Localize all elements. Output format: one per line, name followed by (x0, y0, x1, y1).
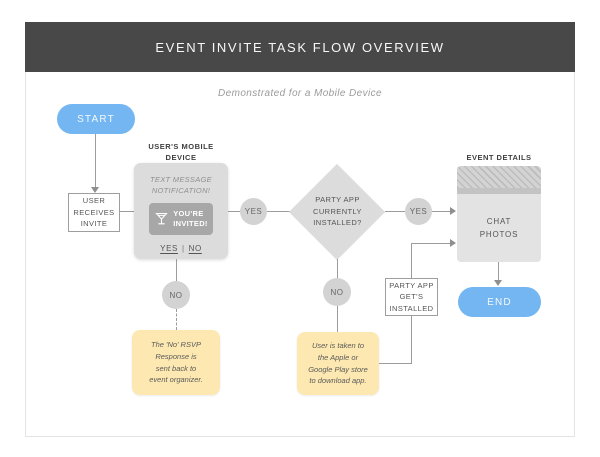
invite-no-option: NO (188, 243, 202, 253)
connector-line (498, 262, 499, 280)
connector-line (337, 259, 338, 278)
connector-line (411, 315, 412, 363)
no-circle-1-label: NO (169, 290, 183, 300)
yes-circle-2: YES (405, 198, 432, 225)
app-store-note: User is taken to the Apple or Google Pla… (297, 332, 379, 395)
connector-line (95, 134, 96, 187)
arrowhead-icon (494, 280, 502, 286)
end-node: END (458, 287, 541, 317)
option-separator: | (181, 243, 185, 253)
yes-circle-1: YES (240, 198, 267, 225)
connector-line (385, 211, 405, 212)
connector-line (379, 363, 412, 364)
subtitle: Demonstrated for a Mobile Device (218, 88, 382, 99)
connector-line (228, 211, 240, 212)
invite-response-options: YES|NO (134, 244, 228, 253)
event-details-header-strip (457, 188, 541, 194)
notification-banner: YOU'RE INVITED! (149, 202, 213, 235)
user-receives-invite-node: USER RECEIVES INVITE (68, 193, 120, 232)
connector-line (337, 306, 338, 332)
yes-circle-2-label: YES (409, 207, 428, 216)
yes-circle-1-label: YES (244, 207, 263, 216)
chat-label: CHAT (486, 217, 512, 226)
no-circle-2-label: NO (330, 287, 344, 297)
mobile-device-mockup: TEXT MESSAGE NOTIFICATION! YOU'RE INVITE… (134, 163, 228, 259)
arrowhead-icon (91, 187, 99, 193)
event-details-header-hatch (457, 166, 541, 188)
title-bar: EVENT INVITE TASK FLOW OVERVIEW (25, 22, 575, 72)
page-title: EVENT INVITE TASK FLOW OVERVIEW (155, 39, 445, 55)
dashed-connector-line (176, 309, 177, 330)
arrowhead-icon (450, 207, 456, 215)
event-details-label: EVENT DETAILS (466, 153, 532, 162)
start-node: START (57, 104, 135, 134)
connector-line (411, 243, 412, 278)
invite-yes-option: YES (160, 243, 178, 253)
connector-line (432, 211, 450, 212)
event-details-node: CHAT PHOTOS (457, 166, 541, 262)
photos-label: PHOTOS (479, 230, 519, 239)
connector-line (176, 259, 177, 282)
connector-line (120, 211, 134, 212)
martini-glass-icon (154, 211, 169, 226)
event-details-body: CHAT PHOTOS (457, 194, 541, 262)
connector-line (411, 243, 450, 244)
end-label: END (487, 296, 512, 308)
no-circle-1: NO (162, 281, 190, 309)
no-circle-2: NO (323, 278, 351, 306)
start-label: START (77, 113, 115, 125)
mobile-device-label: USER'S MOBILE DEVICE (148, 142, 214, 163)
content-frame (25, 22, 575, 437)
arrowhead-icon (450, 239, 456, 247)
party-app-installed-node: PARTY APP GET'S INSTALLED (385, 278, 438, 316)
youre-invited-label: YOU'RE INVITED! (173, 208, 208, 228)
decision-label: PARTY APP CURRENTLY INSTALLED? (313, 195, 362, 228)
rsvp-note: The 'No' RSVP Response is sent back to e… (132, 330, 220, 395)
text-message-notification-label: TEXT MESSAGE NOTIFICATION! (150, 175, 212, 195)
connector-line (267, 211, 290, 212)
